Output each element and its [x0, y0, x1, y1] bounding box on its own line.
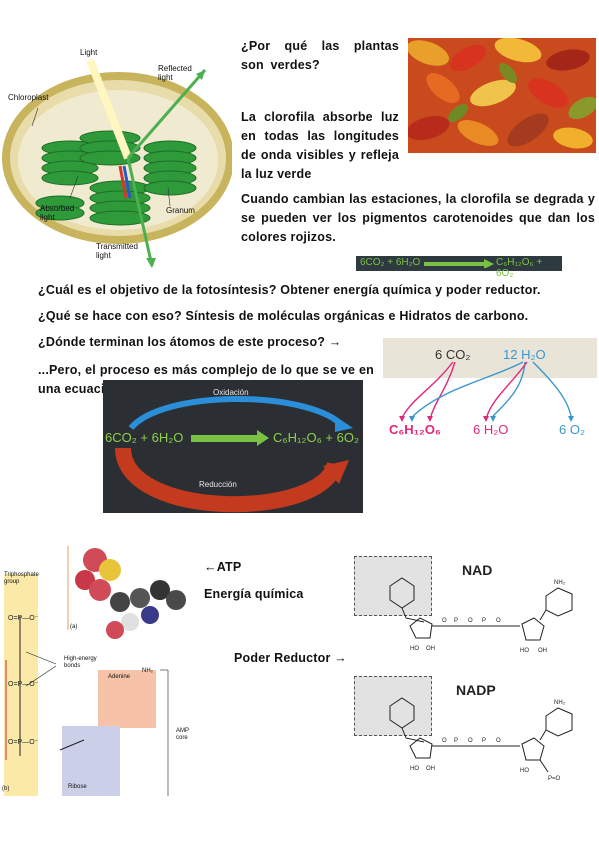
nadp-title: NADP — [456, 682, 496, 698]
chloroplast-illustration — [2, 58, 234, 268]
atoms-diagram: 6 CO₂ 12 H₂O C₆H₁₂O₆ 6 H₂O 6 O₂ — [383, 338, 597, 445]
question-objective: ¿Cuál es el objetivo de la fotosíntesis?… — [38, 283, 541, 297]
answer-chlorophyll: La clorofila absorbe luz en todas las lo… — [241, 110, 399, 181]
atp-label-ribose: Ribose — [68, 784, 87, 790]
redox-right: C₆H₁₂O₆ + 6O₂ — [273, 430, 360, 445]
atp-figure: O=P—O⁻ O=P—O⁻ O=P—O⁻ Triphosphate group … — [0, 540, 200, 798]
svg-text:O: O — [496, 738, 501, 744]
label-reflected: Reflected light — [158, 64, 192, 82]
seasons-text: Cuando cambian las estaciones, la clorof… — [241, 192, 595, 244]
svg-text:P: P — [454, 618, 458, 624]
svg-text:O: O — [442, 618, 447, 624]
atp-label-adenine: Adenine — [108, 674, 131, 680]
atp-label-triphosphate: Triphosphate group — [4, 572, 39, 585]
atp-label-a: (a) — [70, 624, 78, 630]
nadp-figure: O P O P O HO OH HO P=O NH₂ NADP — [350, 676, 598, 786]
atp-adenine-box — [98, 670, 156, 728]
svg-text:OH: OH — [538, 648, 547, 654]
svg-text:P: P — [482, 618, 486, 624]
nadp-box — [354, 676, 432, 736]
svg-text:P=O: P=O — [548, 776, 561, 782]
svg-text:O=P—O⁻: O=P—O⁻ — [8, 615, 39, 622]
atoms-co2-label: 6 CO₂ — [435, 347, 471, 362]
reducer-label: Poder Reductor → — [234, 651, 347, 665]
redox-left: 6CO₂ + 6H₂O — [105, 430, 184, 445]
atp-phosphate-band — [4, 574, 38, 796]
svg-text:P: P — [454, 738, 458, 744]
svg-text:O: O — [496, 618, 501, 624]
autumn-leaves-photo — [408, 38, 596, 153]
svg-text:HO: HO — [520, 768, 529, 774]
atoms-band — [383, 338, 597, 378]
svg-text:O: O — [442, 738, 447, 744]
equation-arrow — [424, 259, 494, 268]
atoms-oxygen: 6 O₂ — [559, 422, 585, 437]
atp-molecule: O=P—O⁻ O=P—O⁻ O=P—O⁻ — [5, 546, 186, 796]
svg-text:HO: HO — [410, 766, 419, 772]
atp-label-nh2: NH₂ — [142, 668, 153, 674]
svg-text:O=P—O⁻: O=P—O⁻ — [8, 681, 39, 688]
svg-text:NH₂: NH₂ — [554, 700, 566, 706]
svg-text:NH₂: NH₂ — [554, 580, 566, 586]
svg-text:HO: HO — [410, 646, 419, 652]
atoms-glucose: C₆H₁₂O₆ — [389, 422, 441, 437]
energy-label: Energía química — [204, 587, 304, 601]
label-light: Light — [80, 48, 98, 57]
nad-box — [354, 556, 432, 616]
svg-text:OH: OH — [426, 766, 435, 772]
nad-figure: O P O P O HO OH HO OH NH₂ NAD — [350, 556, 598, 666]
question-what: ¿Qué se hace con eso? Síntesis de molécu… — [38, 309, 529, 323]
svg-text:O: O — [468, 618, 473, 624]
atoms-water: 6 H₂O — [473, 422, 509, 437]
atp-label-high-energy: High-energy bonds — [64, 656, 97, 669]
atp-ribose-box — [62, 726, 120, 796]
atoms-h2o: 12 H₂O — [503, 347, 546, 362]
label-granum: Granum — [166, 206, 195, 215]
atp-label-amp: AMP core — [176, 728, 190, 741]
equation-banner: 6CO₂ + 6H₂O C₆H₁₂O₆ + 6O₂ — [356, 256, 562, 279]
atp-label-b: (b) — [2, 786, 10, 792]
equation-left: 6CO₂ + 6H₂O — [360, 257, 421, 268]
svg-text:HO: HO — [520, 648, 529, 654]
svg-text:OH: OH — [426, 646, 435, 652]
redox-diagram: Oxidación 6CO₂ + 6H₂O C₆H₁₂O₆ + 6O₂ Redu… — [103, 380, 363, 513]
nad-title: NAD — [462, 562, 493, 578]
label-chloroplast: Chloroplast — [8, 93, 49, 102]
chloroplast-figure: Light Reflected light Chloroplast Absorb… — [0, 38, 234, 270]
atoms-co2: 6 CO₂ — [435, 347, 470, 362]
question-atoms: ¿Dónde terminan los átomos de este proce… — [38, 335, 342, 349]
svg-text:O=P—O⁻: O=P—O⁻ — [8, 739, 39, 746]
question-green: ¿Por qué las plantas son verdes? — [241, 39, 399, 72]
label-oxidation: Oxidación — [213, 388, 249, 397]
atp-label: ←ATP — [204, 560, 242, 574]
svg-text:P: P — [482, 738, 486, 744]
label-transmitted: Transmitted light — [96, 242, 138, 260]
label-absorbed: Absorbed light — [40, 204, 75, 222]
equation-right: C₆H₁₂O₆ + 6O₂ — [496, 257, 543, 279]
svg-text:O: O — [468, 738, 473, 744]
label-reduction: Reducción — [199, 480, 237, 489]
